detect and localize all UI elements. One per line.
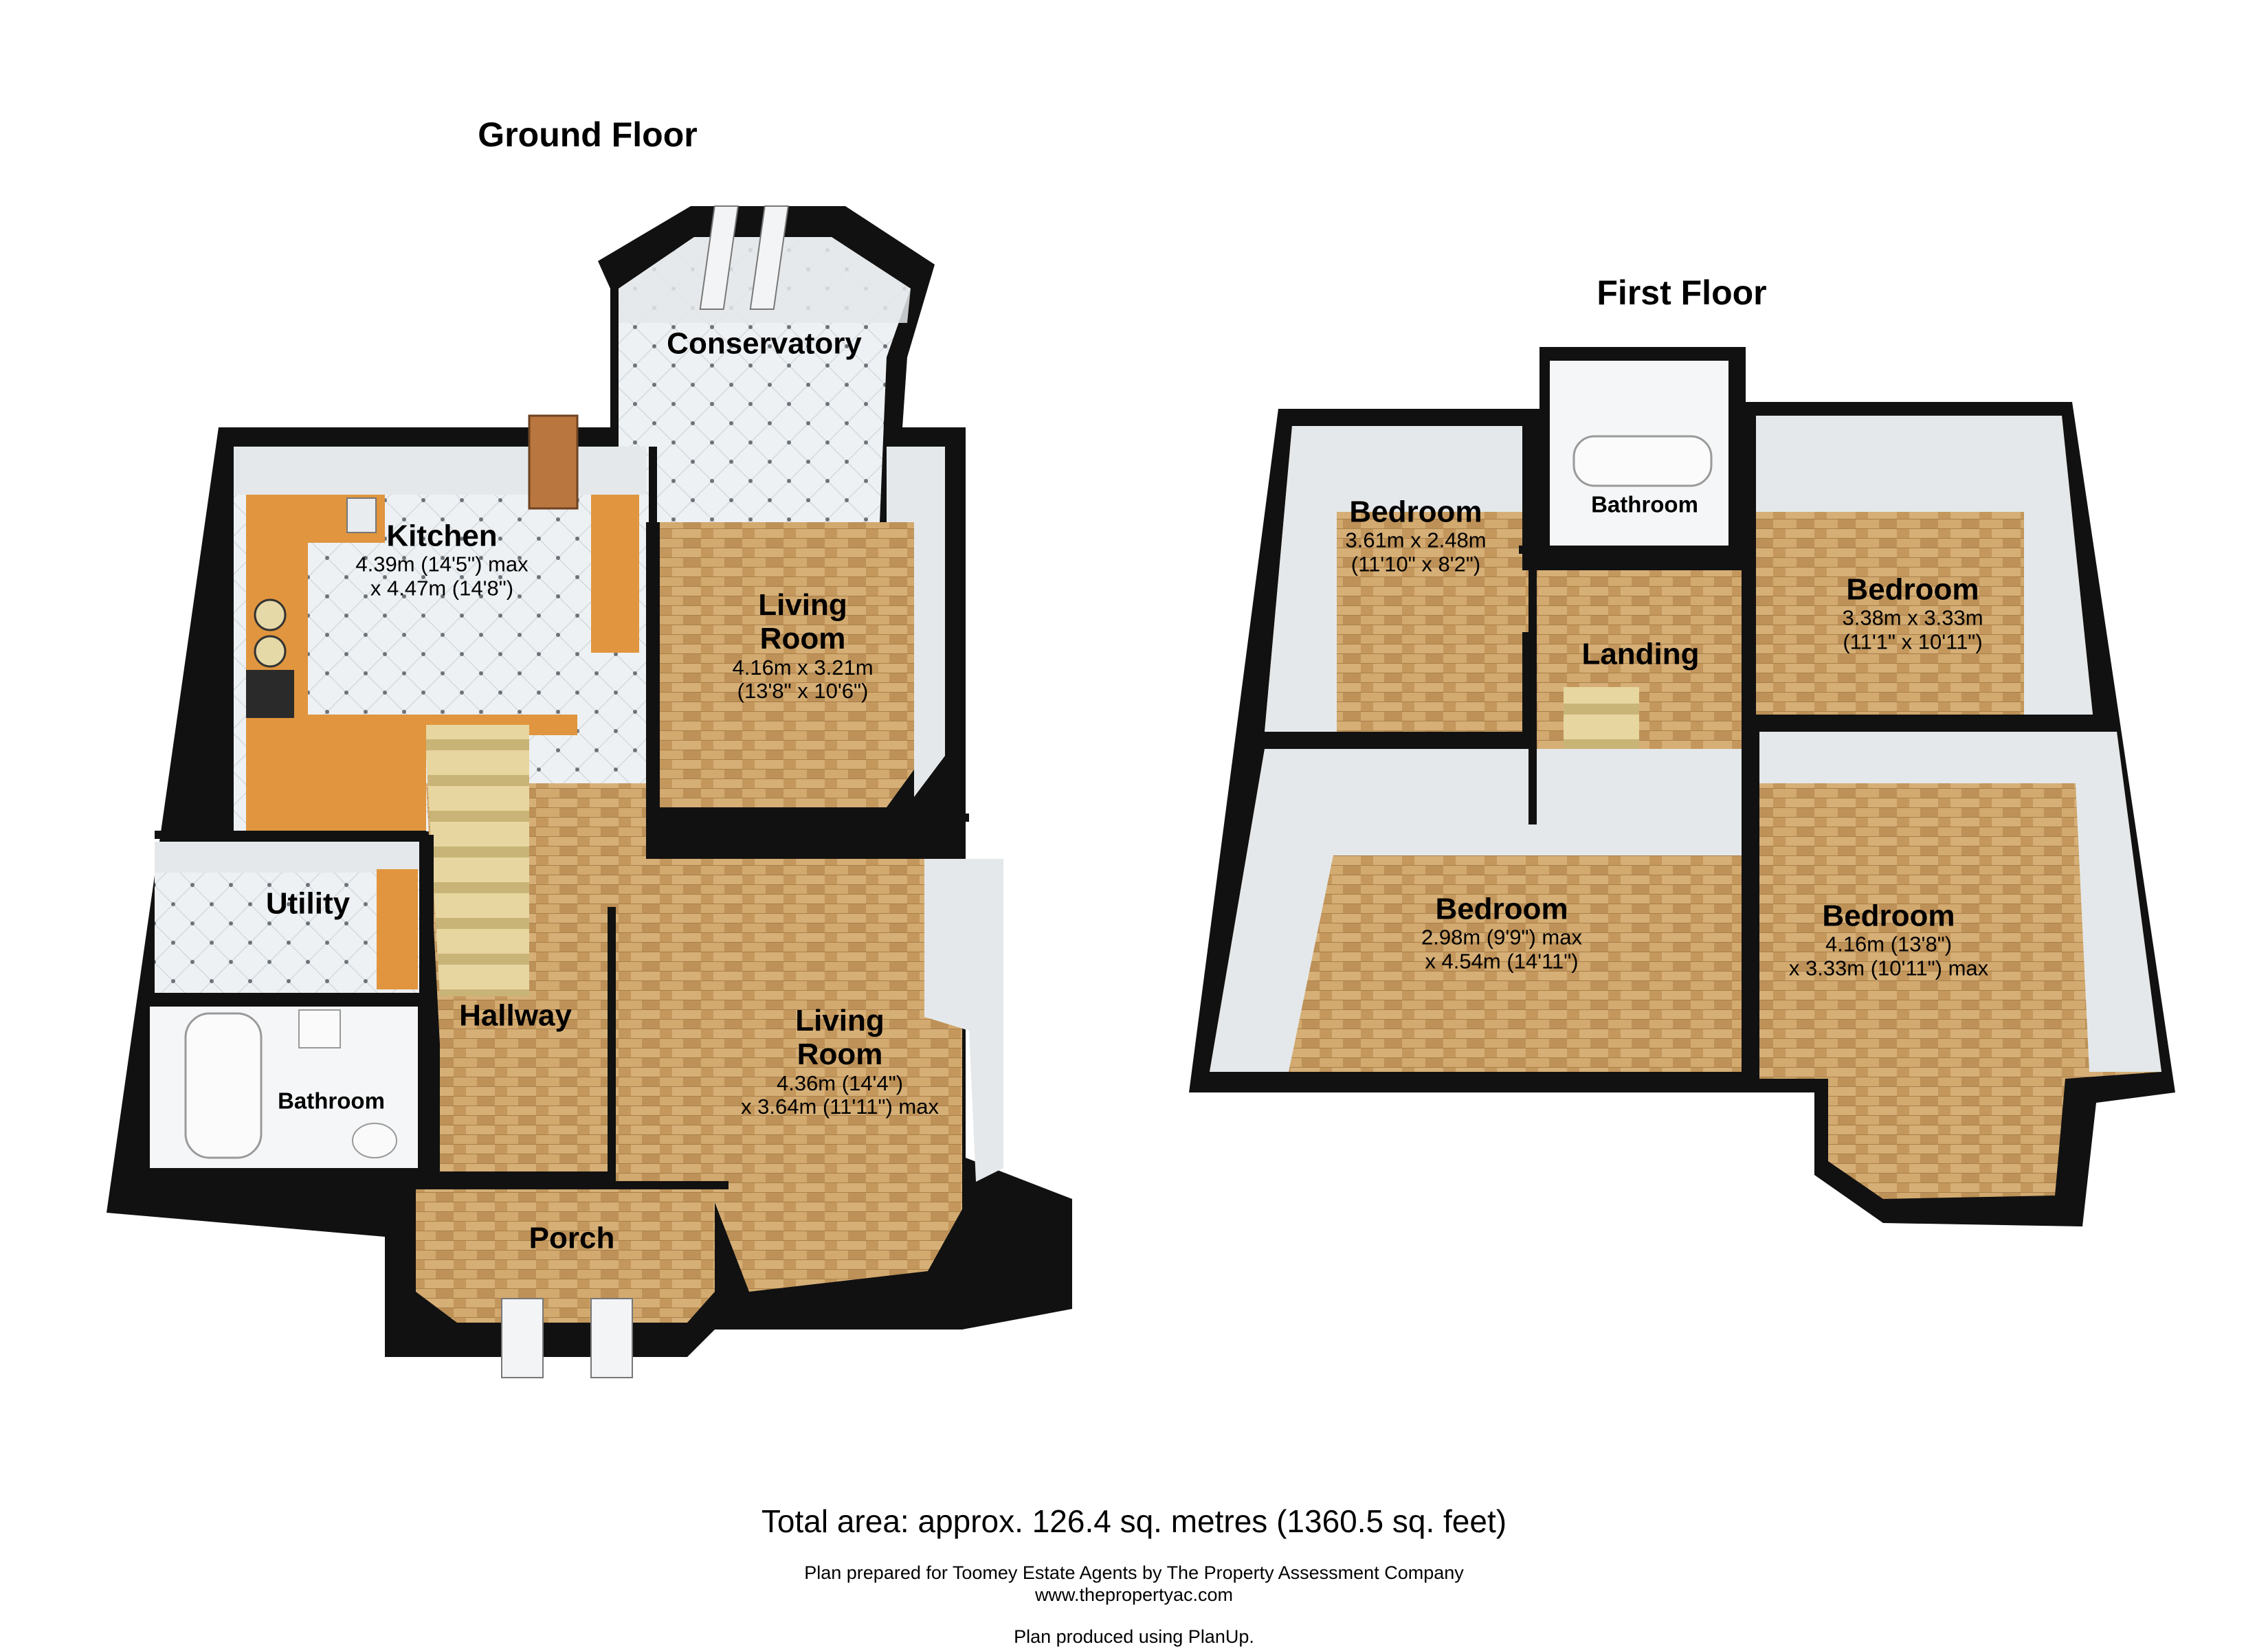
bedroom-front-left-wall-face — [1210, 749, 1746, 1072]
porch-door-right — [590, 1298, 633, 1378]
conservatory-door-right — [749, 205, 789, 310]
living-room-front-name-1: Living — [795, 1004, 885, 1038]
ground-floor-plan — [107, 205, 1072, 1378]
landing-label: Landing — [1581, 637, 1699, 671]
total-area: Total area: approx. 126.4 sq. metres (13… — [761, 1503, 1507, 1539]
porch-door-left — [501, 1298, 544, 1378]
living-room-rear-wall-face — [887, 447, 945, 797]
utility-name: Utility — [265, 886, 351, 921]
bedroom-rear-right-name: Bedroom — [1846, 572, 1979, 607]
living-room-front-name-2: Room — [797, 1037, 883, 1072]
bedroom-rear-right-label: Bedroom 3.38m x 3.33m (11'1" x 10'11") — [1842, 573, 1983, 655]
bedroom-rear-right-wall-face — [1756, 416, 2093, 715]
bedroom-front-right-wall-face — [1759, 732, 2161, 1072]
ground-interior-walls — [155, 447, 969, 1189]
kitchen-worktop — [246, 495, 577, 831]
porch-name: Porch — [529, 1221, 615, 1255]
first-floor-title: First Floor — [1597, 273, 1767, 312]
living-room-front-label: Living Room 4.36m (14'4") x 3.64m (11'11… — [741, 1004, 939, 1119]
living-room-rear-name-1: Living — [758, 588, 847, 622]
bedroom-rear-right-dim-2: (11'1" x 10'11") — [1843, 629, 1983, 654]
toilet — [352, 1123, 397, 1158]
conservatory-name: Conservatory — [667, 326, 862, 361]
landing-name: Landing — [1581, 637, 1700, 671]
kitchen-name: Kitchen — [386, 519, 498, 553]
oven — [246, 670, 294, 718]
bedroom-rear-left-name: Bedroom — [1349, 495, 1482, 529]
porch-label: Porch — [529, 1221, 615, 1255]
kitchen-worktop-right — [591, 495, 639, 653]
living-room-rear-dim-1: 4.16m x 3.21m — [732, 655, 874, 680]
bedroom-front-left-dim-1: 2.98m (9'9") max — [1421, 925, 1582, 950]
bath-tub — [184, 1012, 263, 1159]
living-room-rear-label: Living Room 4.16m x 3.21m (13'8" x 10'6"… — [732, 588, 873, 704]
living-room-front-dim-2: x 3.64m (11'11") max — [741, 1095, 939, 1119]
bedroom-rear-left-dim-1: 3.61m x 2.48m — [1345, 528, 1487, 552]
conservatory-label: Conservatory — [667, 326, 862, 360]
hob-ring-2 — [254, 635, 287, 668]
kitchen-dim-1: 4.39m (14'5") max — [355, 552, 529, 576]
utility-worktop — [377, 869, 418, 989]
bedroom-front-right-label: Bedroom 4.16m (13'8") x 3.33m (10'11") m… — [1789, 899, 1988, 981]
conservatory-door-left — [699, 205, 739, 310]
bathroom-ground-label: Bathroom — [278, 1088, 385, 1114]
bedroom-front-right-name: Bedroom — [1822, 899, 1955, 933]
first-floor-plan — [1189, 347, 2175, 1226]
kitchen-sink — [346, 497, 377, 533]
bedroom-rear-left-dim-2: (11'10" x 8'2") — [1350, 552, 1481, 576]
hob-ring-1 — [254, 598, 287, 631]
living-room-rear-name-2: Room — [759, 622, 846, 656]
kitchen-dim-2: x 4.47m (14'8") — [370, 576, 514, 601]
produced-by: Plan produced using PlanUp. — [1014, 1626, 1254, 1647]
bedroom-front-left-label: Bedroom 2.98m (9'9") max x 4.54m (14'11"… — [1421, 893, 1582, 974]
prepared-by: Plan prepared for Toomey Estate Agents b… — [804, 1562, 1464, 1583]
kitchen-label: Kitchen 4.39m (14'5") max x 4.47m (14'8"… — [355, 519, 528, 601]
bedroom-rear-right-dim-1: 3.38m x 3.33m — [1842, 605, 1983, 630]
website: www.thepropertyac.com — [1034, 1584, 1234, 1605]
living-room-front-dim-1: 4.36m (14'4") — [776, 1070, 904, 1095]
ground-floor-title: Ground Floor — [478, 115, 698, 154]
bathroom-first-name: Bathroom — [1591, 491, 1698, 517]
first-interior-walls — [1265, 409, 2103, 1086]
basin — [298, 1009, 341, 1048]
bathroom-ground-name: Bathroom — [278, 1088, 385, 1114]
living-room-rear-floor — [660, 522, 914, 807]
utility-label: Utility — [266, 886, 350, 920]
bedroom-rear-left-wall-face — [1265, 426, 1522, 732]
porch-floor — [416, 1189, 715, 1323]
bedroom-front-right-dim-2: x 3.33m (10'11") max — [1788, 956, 1989, 980]
kitchen-door — [528, 414, 579, 510]
hallway-name: Hallway — [459, 998, 572, 1033]
ground-stairs — [426, 725, 529, 996]
bedroom-front-left-dim-2: x 4.54m (14'11") — [1425, 949, 1579, 974]
bedroom-front-left-name: Bedroom — [1435, 892, 1568, 926]
bedroom-front-right-floor — [1759, 732, 2161, 1199]
bedroom-rear-left-label: Bedroom 3.61m x 2.48m (11'10" x 8'2") — [1345, 495, 1486, 577]
utility-wall-face — [155, 842, 419, 873]
first-bath-tub — [1572, 435, 1713, 487]
living-room-front-wall-face — [924, 859, 1003, 1182]
kitchen-wall-face — [234, 447, 646, 495]
bathroom-first-label: Bathroom — [1591, 491, 1698, 518]
living-room-rear-dim-2: (13'8" x 10'6") — [737, 679, 869, 704]
hallway-label: Hallway — [459, 998, 572, 1032]
bedroom-front-right-dim-1: 4.16m (13'8") — [1825, 932, 1953, 956]
